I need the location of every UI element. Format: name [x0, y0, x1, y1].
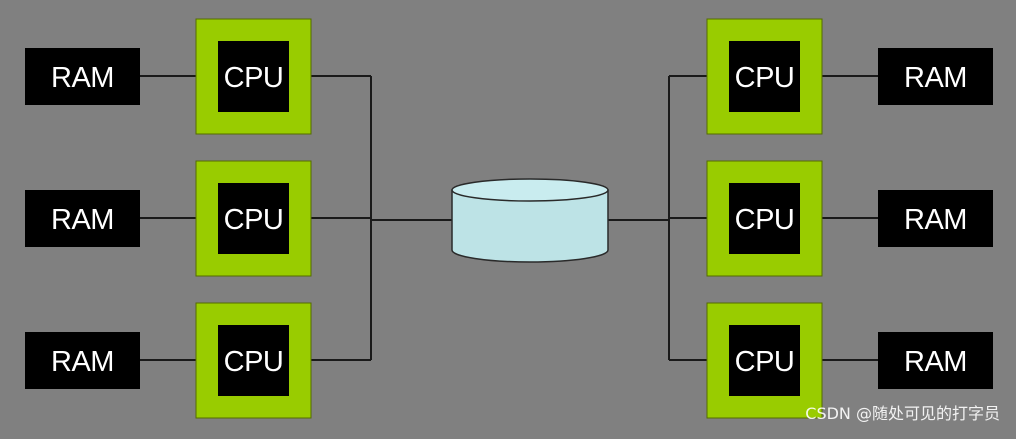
cpu-chip-inner	[729, 41, 800, 112]
ram-label: RAM	[51, 346, 114, 378]
cpu-label: CPU	[224, 204, 284, 236]
cpu-chip-inner	[218, 41, 289, 112]
ram-label: RAM	[904, 204, 967, 236]
ram-label: RAM	[904, 346, 967, 378]
watermark: CSDN @随处可见的打字员	[805, 404, 1000, 423]
ram-label: RAM	[51, 62, 114, 94]
cpu-label: CPU	[224, 346, 284, 378]
ram-box	[878, 332, 993, 389]
cpu-chip-inner	[218, 183, 289, 254]
cpu-chip-inner	[218, 325, 289, 396]
left-node-2: RAM CPU	[25, 160, 312, 277]
left-node-1: RAM CPU	[25, 18, 312, 135]
cpu-label: CPU	[735, 204, 795, 236]
cpu-chip-inner	[729, 325, 800, 396]
ram-box	[25, 48, 140, 105]
ram-label: RAM	[51, 204, 114, 236]
right-node-1: CPU RAM	[706, 18, 993, 135]
shared-storage	[451, 178, 609, 263]
cpu-label: CPU	[224, 62, 284, 94]
right-node-2: CPU RAM	[706, 160, 993, 277]
ram-label: RAM	[904, 62, 967, 94]
cpu-chip-outer	[706, 160, 823, 277]
cpu-label: CPU	[735, 62, 795, 94]
right-node-3: CPU RAM	[706, 302, 993, 419]
cylinder-top	[451, 178, 609, 202]
ram-box	[25, 190, 140, 247]
cpu-label: CPU	[735, 346, 795, 378]
ram-box	[25, 332, 140, 389]
left-node-3: RAM CPU	[25, 302, 312, 419]
database-cylinder-icon	[451, 189, 609, 263]
ram-box	[878, 190, 993, 247]
ram-box	[878, 48, 993, 105]
cpu-chip-inner	[729, 183, 800, 254]
